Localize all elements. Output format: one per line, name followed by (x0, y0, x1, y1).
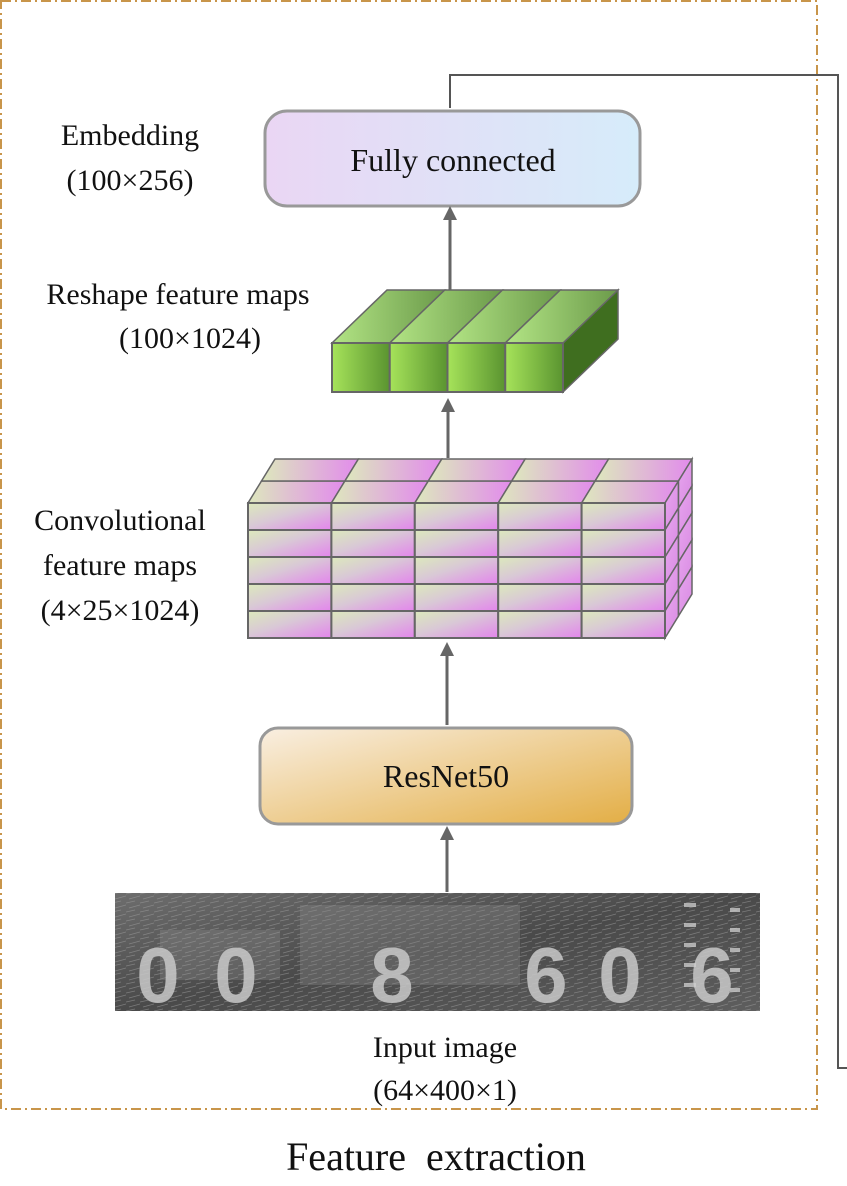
input-digit: 6 (524, 931, 567, 1019)
input-shape-label: (64×400×1) (373, 1074, 517, 1107)
conv-front-cell (580, 583, 666, 612)
conv-front-cell (413, 502, 500, 531)
conv-top-cell (496, 480, 597, 504)
output-connector-line (449, 74, 847, 1069)
input-digit: 8 (370, 931, 413, 1019)
convolutional-feature-maps-block (246, 456, 694, 641)
reshape-front-cell (504, 342, 564, 393)
conv-front-cell (413, 610, 500, 639)
conv-front-cell (580, 502, 666, 531)
input-image-label: Input image (373, 1031, 517, 1064)
input-digit: 6 (690, 931, 733, 1019)
conv-front-cell (247, 583, 333, 612)
conv-front-cell (247, 502, 333, 531)
conv-front-cell (413, 583, 500, 612)
conv-front-cell (580, 610, 666, 639)
conv-side-cell (677, 564, 693, 619)
input-digit: 0 (598, 931, 641, 1019)
conv-label-line1: Convolutional (34, 504, 206, 537)
conv-front-cell (497, 502, 583, 531)
resnet50-label: ResNet50 (383, 758, 509, 794)
ruler-ticks (684, 903, 740, 992)
conv-top-cell (426, 458, 527, 482)
conv-top-cell (343, 458, 444, 482)
fully-connected-block: Fully connected (263, 109, 642, 208)
input-digit: 0 (136, 931, 179, 1019)
conv-front-cell (330, 502, 416, 531)
conv-front-cell (497, 610, 583, 639)
conv-front-cell (413, 556, 500, 585)
conv-front-cell (330, 583, 416, 612)
feature-extraction-frame (0, 0, 818, 1110)
conv-front-cell (247, 556, 333, 585)
embedding-label: Embedding (61, 119, 199, 152)
input-digit: 0 (214, 931, 257, 1019)
conv-top-cell (330, 480, 430, 504)
resnet50-block: ResNet50 (258, 726, 634, 826)
conv-top-cell (580, 480, 680, 504)
conv-label-line2: feature maps (43, 549, 197, 582)
conv-front-cell (497, 556, 583, 585)
embedding-shape-label: (100×256) (67, 164, 194, 197)
reshape-front-cell (446, 342, 507, 393)
reshape-label: Reshape feature maps (46, 278, 309, 311)
conv-front-cell (247, 610, 333, 639)
conv-front-cell (330, 610, 416, 639)
conv-front-cell (413, 529, 500, 558)
figure-caption: Feature extraction (286, 1134, 586, 1179)
conv-shape-label: (4×25×1024) (41, 594, 200, 627)
conv-top-cell (413, 480, 514, 504)
fully-connected-label: Fully connected (350, 142, 555, 178)
conv-front-cell (580, 556, 666, 585)
conv-front-cell (580, 529, 666, 558)
conv-top-cell (246, 480, 347, 504)
conv-front-cell (497, 529, 583, 558)
reshape-front-cell (331, 342, 391, 393)
conv-front-cell (330, 556, 416, 585)
conv-front-cell (497, 583, 583, 612)
conv-top-cell (510, 458, 610, 482)
conv-front-cell (330, 529, 416, 558)
conv-top-cell (593, 458, 694, 482)
conv-top-cell (260, 458, 360, 482)
reshape-feature-maps-block (330, 288, 620, 394)
reshape-front-cell (388, 342, 449, 393)
reshape-shape-label: (100×1024) (119, 322, 261, 355)
conv-front-cell (247, 529, 333, 558)
